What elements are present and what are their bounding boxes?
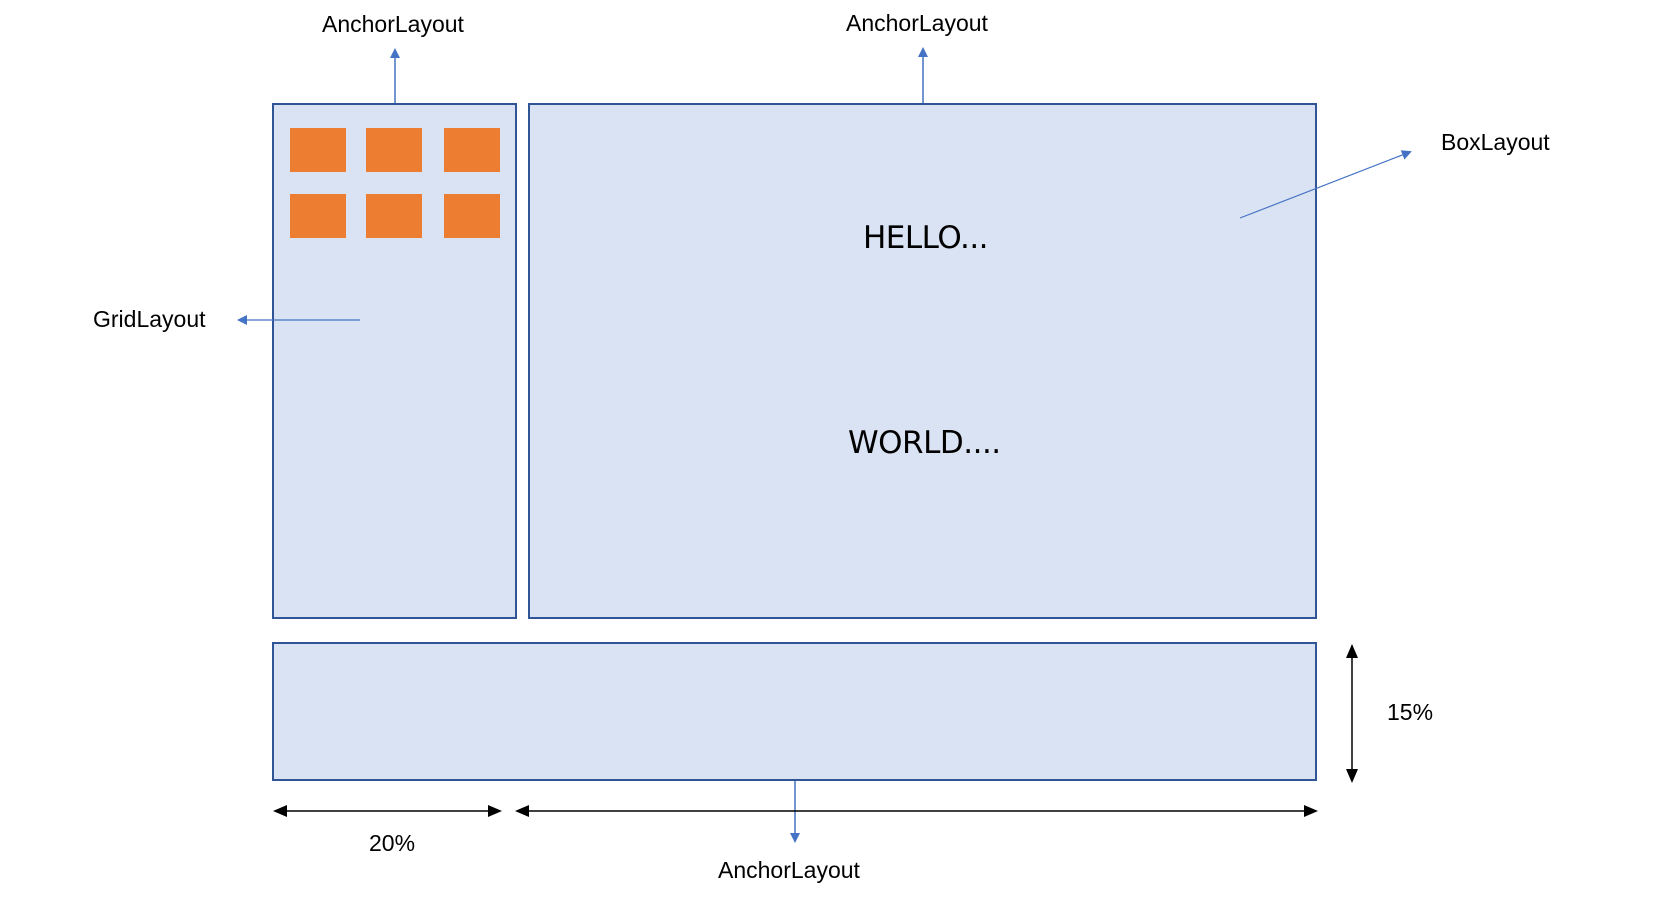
hello-text: HELLO...: [863, 220, 989, 256]
grid-layout-label: GridLayout: [93, 306, 206, 332]
main-anchor-panel: [528, 103, 1317, 619]
width-percent-label: 20%: [369, 830, 416, 856]
height-percent-label: 15%: [1387, 699, 1434, 725]
box-layout-label: BoxLayout: [1441, 129, 1550, 155]
grid-cell: [290, 128, 346, 172]
grid-cell: [444, 194, 500, 238]
world-text: WORLD....: [848, 425, 1001, 461]
left-anchor-panel: [272, 103, 517, 619]
bottom-anchor-panel: [272, 642, 1317, 781]
anchor-top-center-label: AnchorLayout: [846, 10, 988, 36]
box-layout-arrow: [1239, 150, 1412, 219]
grid-cell: [366, 128, 422, 172]
grid-cell: [366, 194, 422, 238]
grid-cell: [444, 128, 500, 172]
anchor-bottom-label: AnchorLayout: [718, 857, 860, 883]
grid-cell: [290, 194, 346, 238]
anchor-top-left-label: AnchorLayout: [322, 11, 464, 37]
